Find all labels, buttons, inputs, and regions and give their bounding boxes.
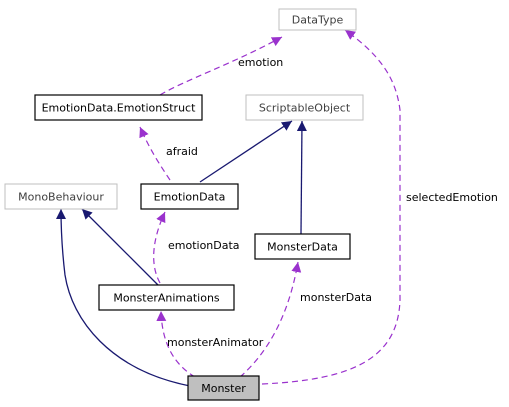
node-monster-animations-label: MonsterAnimations: [113, 292, 220, 305]
node-mono-behaviour-label: MonoBehaviour: [18, 191, 104, 204]
node-emotion-struct-label: EmotionData.EmotionStruct: [42, 102, 197, 115]
node-monster-animations[interactable]: MonsterAnimations: [98, 284, 235, 311]
edge-monster-data: [239, 261, 302, 378]
edge-monster-animator: [156, 310, 196, 378]
node-scriptable-object-label: ScriptableObject: [259, 102, 351, 115]
label-afraid: afraid: [166, 145, 198, 158]
edge-selected-emotion: [261, 29, 401, 385]
label-emotion-data: emotionData: [168, 239, 240, 252]
node-datatype[interactable]: DataType: [278, 8, 357, 31]
node-emotion-data[interactable]: EmotionData: [140, 183, 239, 210]
node-mono-behaviour[interactable]: MonoBehaviour: [4, 183, 118, 210]
node-monster-label: Monster: [201, 382, 246, 395]
node-monster-data[interactable]: MonsterData: [254, 233, 351, 260]
edge-emotiondata-scriptable: [199, 120, 293, 183]
label-monster-animator: monsterAnimator: [167, 336, 264, 349]
label-monster-data: monsterData: [300, 291, 372, 304]
node-emotion-data-label: EmotionData: [154, 191, 226, 204]
label-emotion: emotion: [238, 56, 283, 69]
node-monster[interactable]: Monster: [187, 375, 260, 401]
edge-monsteranimations-mono: [81, 208, 159, 286]
edge-monsterdata-scriptable: [296, 120, 307, 235]
edge-afraid: [139, 126, 171, 181]
node-scriptable-object[interactable]: ScriptableObject: [245, 94, 364, 121]
node-emotion-struct[interactable]: EmotionData.EmotionStruct: [34, 94, 203, 121]
edge-emotion-data: [153, 211, 166, 284]
edge-emotion: [159, 36, 283, 96]
edge-monster-mono: [56, 208, 191, 387]
node-monster-data-label: MonsterData: [267, 241, 338, 254]
label-selected-emotion: selectedEmotion: [406, 191, 498, 204]
node-datatype-label: DataType: [292, 14, 344, 27]
